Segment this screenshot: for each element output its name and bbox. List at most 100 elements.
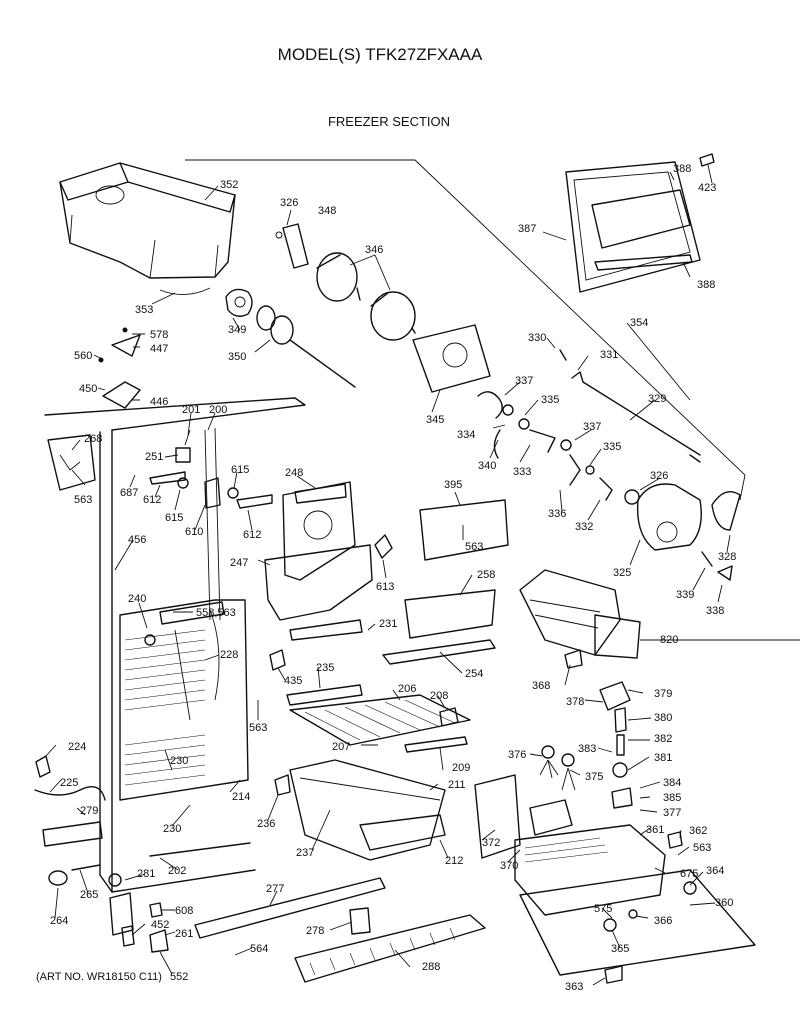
callout-224: 224 [68,741,86,753]
callout-564: 564 [250,943,268,955]
ice-maker-linkage [477,349,701,501]
callout-368: 368 [532,680,550,692]
callout-456: 456 [128,534,146,546]
section-title: FREEZER SECTION [328,114,450,129]
callout-206: 206 [398,683,416,695]
callout-435: 435 [284,675,302,687]
callout-563: 563 [693,842,711,854]
callout-228: 228 [220,649,238,661]
callout-388: 388 [673,163,691,175]
callout-209: 209 [452,762,470,774]
callout-345: 345 [426,414,444,426]
callout-326: 326 [280,197,298,209]
callout-361: 361 [646,824,664,836]
callout-265: 265 [80,889,98,901]
callout-335: 335 [541,394,559,406]
callout-365: 365 [611,943,629,955]
cover-plates [382,499,509,665]
damper-control [539,681,633,809]
callout-383: 383 [578,743,596,755]
callout-450: 450 [79,383,97,395]
callout-364: 364 [706,865,724,877]
callout-370: 370 [500,860,518,872]
callout-376: 376 [508,749,526,761]
callout-254: 254 [465,668,483,680]
callout-329: 329 [648,393,666,405]
ice-chute-door [565,153,715,293]
callout-240: 240 [128,593,146,605]
callout-235: 235 [316,662,334,674]
callout-352: 352 [220,179,238,191]
callout-268: 268 [84,433,102,445]
callout-330: 330 [528,332,546,344]
callout-201: 201 [182,404,200,416]
callout-279: 279 [80,805,98,817]
callout-380: 380 [654,712,672,724]
art-number: (ART NO. WR18150 C11) [36,971,162,983]
fan-shroud [264,481,393,641]
callout-378: 378 [566,696,584,708]
callout-202: 202 [168,865,186,877]
callout-354: 354 [630,317,648,329]
callout-423: 423 [698,182,716,194]
callout-363: 363 [565,981,583,993]
evaporator-panel [119,599,249,801]
callout-560: 560 [74,350,92,362]
callout-labels: 352 326 348 346 388 423 387 388 353 349 … [50,163,736,993]
freezer-liner-frame [44,397,306,893]
callout-277: 277 [266,883,284,895]
callout-214: 214 [232,791,250,803]
callout-360: 360 [715,897,733,909]
callout-337: 337 [515,375,533,387]
callout-578: 578 [150,329,168,341]
callout-820: 820 [660,634,678,646]
callout-563: 563 [249,722,267,734]
callout-230: 230 [170,755,188,767]
callout-612: 612 [143,494,161,506]
shelf-brackets [98,327,141,409]
callout-325: 325 [613,567,631,579]
callout-336: 336 [548,508,566,520]
callout-225: 225 [60,777,78,789]
callout-230: 230 [163,823,181,835]
callout-377: 377 [663,807,681,819]
model-title: MODEL(S) TFK27ZFXAAA [278,45,483,64]
callout-563: 563 [74,494,92,506]
callout-675: 675 [680,868,698,880]
callout-613: 613 [376,581,394,593]
callout-382: 382 [654,733,672,745]
callout-379: 379 [654,688,672,700]
callout-212: 212 [445,855,463,867]
callout-610: 610 [185,526,203,538]
callout-337: 337 [583,421,601,433]
callout-362: 362 [689,825,707,837]
bottom-left-parts [34,755,251,953]
control-housing [474,774,756,984]
callout-388: 388 [697,279,715,291]
callout-385: 385 [663,792,681,804]
callout-372: 372 [482,837,500,849]
callout-615: 615 [231,464,249,476]
callout-236: 236 [257,818,275,830]
callout-334: 334 [457,429,475,441]
callout-333: 333 [513,466,531,478]
callout-338: 338 [706,605,724,617]
callout-552: 552 [170,971,188,983]
mid-brackets [149,447,273,509]
ice-maker [519,569,641,669]
leader-lines [44,164,800,986]
ice-maker-motor [624,483,741,581]
cabinet-edge-line [185,159,746,501]
callout-384: 384 [663,777,681,789]
callout-353: 353 [135,304,153,316]
callout-331: 331 [600,349,618,361]
callout-248: 248 [285,467,303,479]
callout-211: 211 [448,779,466,791]
callout-350: 350 [228,351,246,363]
callout-387: 387 [518,223,536,235]
toe-grille [194,877,486,983]
callout-340: 340 [478,460,496,472]
callout-258: 258 [477,569,495,581]
callout-615: 615 [165,512,183,524]
